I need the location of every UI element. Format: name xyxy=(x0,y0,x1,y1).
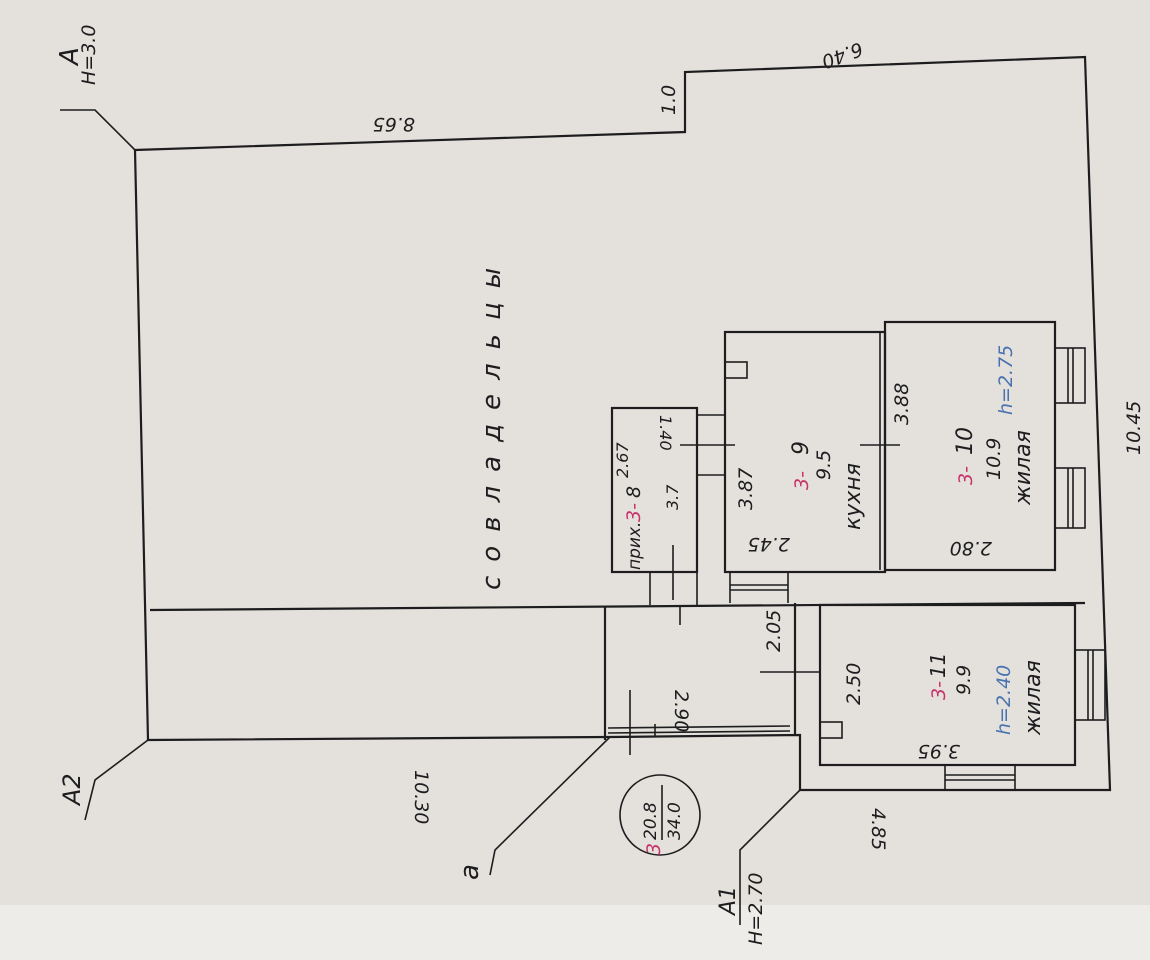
room-3-11-number: 3- xyxy=(928,681,950,700)
room-3-10-dim-a: 3.88 xyxy=(891,383,913,425)
room-3-8-name: прих. xyxy=(625,522,645,570)
summary-living: 20.8 xyxy=(641,802,661,840)
room-3-10-dim-b: 2.80 xyxy=(950,537,992,559)
litera-small-a: а xyxy=(455,864,485,880)
window xyxy=(944,649,1106,791)
summary-number: 3 xyxy=(643,843,665,855)
room-3-9-number: 3- xyxy=(791,471,813,490)
room-3-8-height: 2.67 xyxy=(613,442,632,478)
summary-circle xyxy=(619,774,701,856)
dim-hall-length: 2.90 xyxy=(670,690,692,732)
room-3-9-name: кухня xyxy=(841,463,866,530)
room-3-9-dim-b: 2.45 xyxy=(748,533,790,555)
dim-right: 10.45 xyxy=(1123,401,1145,455)
room-3-8-suffix: 8 xyxy=(623,486,645,498)
room-3-8-number: 3- xyxy=(623,503,645,522)
room-3-9-suffix: 9 xyxy=(789,441,814,455)
room-3-10-height: h=2.75 xyxy=(995,345,1017,415)
room-3-10-number: 3- xyxy=(955,466,977,485)
dim-corridor: 2.50 xyxy=(843,663,865,705)
room-3-10-name: жилая xyxy=(1011,430,1036,506)
summary-total: 34.0 xyxy=(665,802,685,840)
hall-walls xyxy=(603,603,820,755)
room-3-11-area: 9.9 xyxy=(953,665,975,695)
dim-step: 1.0 xyxy=(658,85,680,115)
room-3-10-area: 10.9 xyxy=(983,438,1005,480)
litera-a: А xyxy=(55,47,85,67)
room-3-8-area: 3.7 xyxy=(663,484,682,510)
room-3-11-dim-b: 3.95 xyxy=(918,740,960,762)
stove-icon xyxy=(724,361,748,379)
dim-bottom-left: 10.30 xyxy=(410,770,432,824)
owners-label: совладельцы xyxy=(477,254,507,590)
litera-a1: А1 xyxy=(716,886,741,917)
room-3-9-area: 9.5 xyxy=(813,450,835,480)
room-3-8-dim: 1.40 xyxy=(656,415,675,451)
dim-hall-width: 2.05 xyxy=(763,610,785,652)
room-3-11-name: жилая xyxy=(1021,660,1046,736)
litera-a-height: H=3.0 xyxy=(78,25,100,85)
room-3-10 xyxy=(883,320,1057,572)
room-3-11-suffix: 11 xyxy=(926,653,950,678)
litera-a2: А2 xyxy=(58,773,86,807)
dim-bottom-right: 4.85 xyxy=(867,808,889,850)
window xyxy=(1054,347,1086,529)
room-3-9-dim-a: 3.87 xyxy=(735,468,757,510)
dim-top: 8.65 xyxy=(373,113,415,135)
stove-icon xyxy=(819,721,843,739)
litera-a1-height: H=2.70 xyxy=(745,872,767,945)
room-3-11-height: h=2.40 xyxy=(993,665,1015,735)
room-3-10-suffix: 10 xyxy=(953,427,978,455)
room-3-8 xyxy=(610,406,699,574)
